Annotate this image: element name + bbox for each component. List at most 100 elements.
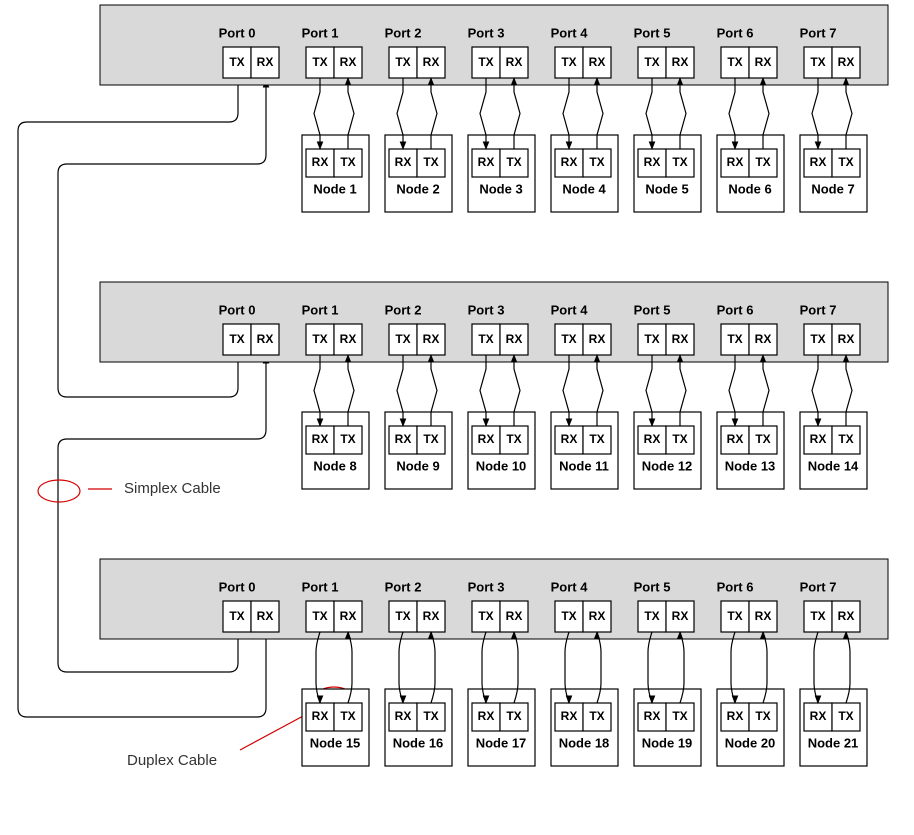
port-label: Port 1 [302,302,339,317]
node-tx-label: TX [838,432,853,446]
node-tx-cell [748,702,778,732]
node-label: Node 16 [393,735,444,750]
port-rx-cell [416,46,446,79]
node-rx-label: RX [727,155,744,169]
port-label: Port 3 [468,302,505,317]
node-tx-cell [665,702,695,732]
node-rx-label: RX [644,155,661,169]
node-tx-cell [499,702,529,732]
port-tx-label: TX [478,609,493,623]
port-rx-cell [665,323,695,356]
node-rx-label: RX [312,155,329,169]
port-rx-label: RX [506,609,523,623]
cable-tx-to-rx [593,354,604,426]
cable-tx-to-rx [759,77,770,149]
port-rx-label: RX [838,609,855,623]
node-rx-label: RX [395,155,412,169]
node-rx-cell [305,148,335,178]
port-rx-label: RX [589,609,606,623]
node-tx-cell [831,148,861,178]
port-tx-label: TX [644,609,659,623]
port-rx-cell [333,46,363,79]
node-rx-label: RX [561,709,578,723]
port-tx-cell [720,323,750,356]
simplex-cable [17,84,270,718]
node-tx-label: TX [672,155,687,169]
port-rx-label: RX [506,55,523,69]
node-label: Node 3 [479,181,522,196]
node-tx-label: TX [755,432,770,446]
cable-tx-to-rx [645,355,656,427]
port-rx-label: RX [506,332,523,346]
port-rx-cell [831,46,861,79]
port-tx-label: TX [727,332,742,346]
node-tx-label: TX [506,709,521,723]
node-label: Node 9 [396,458,439,473]
cable-tx-to-rx [759,354,770,426]
port-label: Port 0 [219,25,256,40]
port-rx-label: RX [423,55,440,69]
port-label: Port 1 [302,579,339,594]
port-tx-label: TX [395,55,410,69]
port-rx-cell [748,323,778,356]
port-tx-label: TX [561,609,576,623]
port-tx-label: TX [229,55,244,69]
node-tx-label: TX [340,709,355,723]
port-label: Port 4 [551,579,589,594]
node-label: Node 1 [313,181,356,196]
port-rx-cell [665,46,695,79]
port-rx-label: RX [423,609,440,623]
node-tx-cell [665,425,695,455]
cable-tx-to-rx [645,78,656,150]
cable-tx-to-rx [842,77,853,149]
port-rx-label: RX [755,609,772,623]
port-rx-cell [416,323,446,356]
node-rx-label: RX [810,709,827,723]
port-label: Port 6 [717,25,754,40]
node-label: Node 20 [725,735,776,750]
port-tx-cell [222,323,252,356]
node-tx-label: TX [755,155,770,169]
node-tx-label: TX [589,155,604,169]
port-rx-label: RX [838,332,855,346]
node-label: Node 12 [642,458,693,473]
node-rx-label: RX [395,709,412,723]
simplex-cable-marker [37,479,81,503]
cable-tx-to-rx [479,355,490,427]
node-rx-cell [471,702,501,732]
port-label: Port 5 [634,579,671,594]
port-label: Port 6 [717,302,754,317]
cable-tx-to-rx [510,354,521,426]
cable-tx-to-rx [811,355,822,427]
node-device: RX TX Node 5 [633,134,702,213]
node-label: Node 5 [645,181,688,196]
node-tx-label: TX [672,709,687,723]
port-tx-label: TX [478,55,493,69]
port-tx-label: TX [561,55,576,69]
port-label: Port 5 [634,302,671,317]
port-rx-cell [416,600,446,633]
port-label: Port 3 [468,25,505,40]
node-rx-label: RX [727,709,744,723]
port-rx-cell [582,323,612,356]
node-tx-cell [831,702,861,732]
node-rx-label: RX [810,432,827,446]
port-tx-label: TX [810,55,825,69]
port-rx-cell [748,600,778,633]
node-tx-label: TX [506,155,521,169]
